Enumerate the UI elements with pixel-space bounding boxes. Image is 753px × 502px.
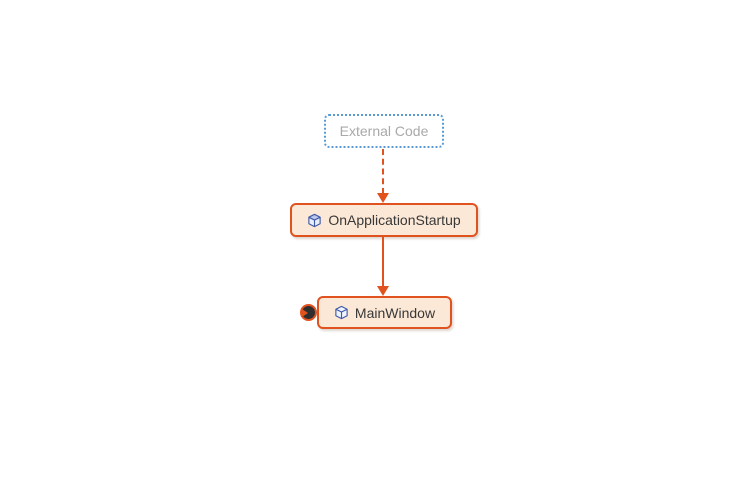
node-on-application-startup-label: OnApplicationStartup (328, 212, 461, 228)
edge-startup-to-mainwindow-arrowhead-icon (377, 286, 389, 296)
node-external-code-label: External Code (339, 123, 429, 139)
node-external-code[interactable]: External Code (324, 114, 444, 148)
edge-external-to-startup-arrowhead-icon (377, 193, 389, 203)
node-main-window[interactable]: MainWindow (317, 296, 452, 329)
edge-external-to-startup-line[interactable] (382, 149, 384, 194)
entry-point-marker-icon (300, 304, 317, 321)
node-main-window-label: MainWindow (354, 304, 436, 321)
code-element-cube-icon (308, 213, 322, 227)
edge-startup-to-mainwindow-line[interactable] (382, 237, 384, 286)
code-element-cube-icon (335, 305, 348, 320)
node-on-application-startup[interactable]: OnApplicationStartup (290, 203, 478, 237)
